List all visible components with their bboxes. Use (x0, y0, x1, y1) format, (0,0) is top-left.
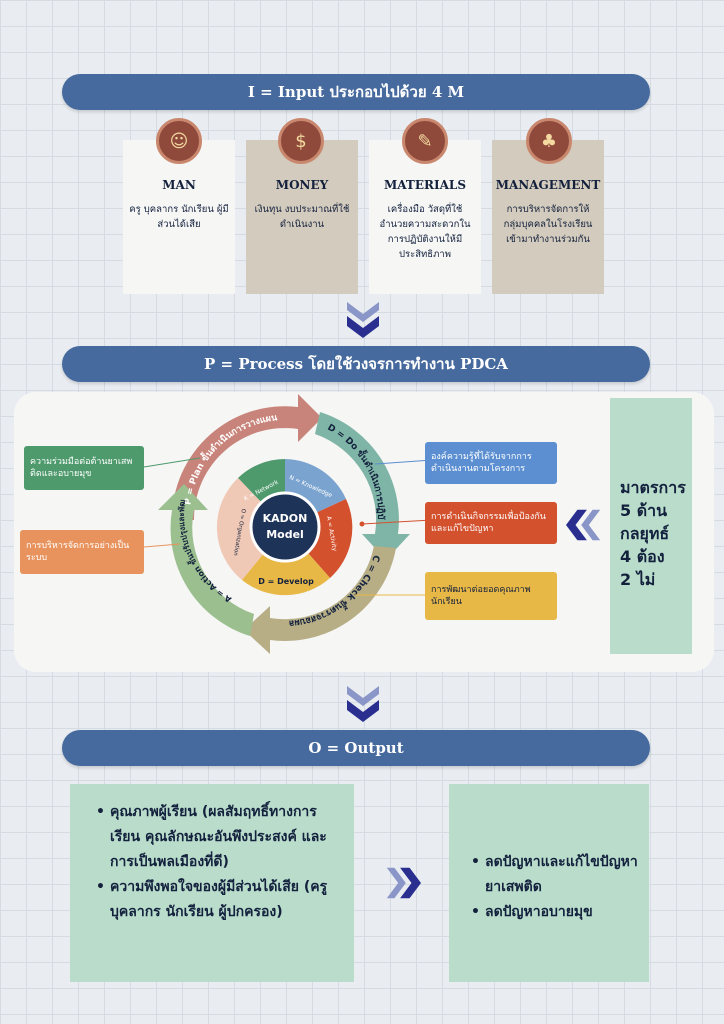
output-left-box: คุณภาพผู้เรียน (ผลสัมฤทธิ์ทางการเรียน คุ… (70, 784, 354, 982)
measures-line-2: 5 ด้าน (620, 501, 668, 520)
chevron-left-icon (566, 509, 601, 541)
connector-lines (143, 457, 433, 596)
output-right-box: ลดปัญหาและแก้ไขปัญหายาเสพติด ลดปัญหาอบาย… (449, 784, 649, 982)
label-knowledge: องค์ความรู้ที่ได้รับจากการดำเนินงานตามโค… (425, 442, 557, 484)
team-icon: ♣ (526, 118, 572, 164)
pdca-cycle-diagram: P = Plan ขั้นดำเนินการวางแผน D = Do ขั้น… (150, 392, 410, 654)
card-management: MANAGEMENT การบริหารจัดการให้กลุ่มบุคคลใ… (492, 140, 604, 294)
center-title: KADON (263, 512, 308, 525)
chevron-down-icon (347, 302, 379, 338)
card-money: MONEY เงินทุน งบประมาณที่ใช้ดำเนินงาน (246, 140, 358, 294)
card-money-title: MONEY (275, 178, 329, 192)
card-materials-text: เครื่องมือ วัสดุที่ใช้อำนวยความสะดวกในกา… (379, 204, 471, 260)
card-man: MAN ครู บุคลากร นักเรียน ผู้มีส่วนได้เสี… (123, 140, 235, 294)
action-arrow (158, 484, 254, 636)
people-icon: ☺ (156, 118, 202, 164)
measures-line-4: 4 ต้อง (620, 547, 665, 566)
card-management-title: MANAGEMENT (495, 178, 601, 192)
input-header: I = Input ประกอบไปด้วย 4 M (62, 74, 650, 110)
card-man-title: MAN (162, 178, 196, 192)
card-materials-title: MATERIALS (383, 178, 466, 192)
card-man-text: ครู บุคลากร นักเรียน ผู้มีส่วนได้เสีย (129, 204, 229, 230)
measures-box: มาตรการ 5 ด้าน กลยุทธ์ 4 ต้อง 2 ไม่ (610, 398, 692, 654)
a-segment (285, 499, 353, 578)
output-item-quality: คุณภาพผู้เรียน (ผลสัมฤทธิ์ทางการเรียน คุ… (96, 800, 340, 875)
label-student-quality: การพัฒนาต่อยอดคุณภาพนักเรียน (425, 572, 557, 620)
kadon-center (249, 491, 321, 563)
card-materials: MATERIALS เครื่องมือ วัสดุที่ใช้อำนวยควา… (369, 140, 481, 294)
check-arrow (244, 546, 396, 654)
money-icon: $ (278, 118, 324, 164)
d-label: D = Develop (258, 577, 314, 586)
output-item-vice: ลดปัญหาอบายมุข (471, 900, 639, 925)
center-subtitle: Model (266, 528, 304, 541)
output-item-drugs: ลดปัญหาและแก้ไขปัญหายาเสพติด (471, 850, 639, 900)
measures-line-1: มาตรการ (620, 478, 686, 497)
chevron-down-icon (347, 686, 379, 722)
plan-arrow (171, 394, 322, 520)
label-systematic-management: การบริหารจัดการอย่างเป็นระบบ (20, 530, 144, 574)
measures-line-5: 2 ไม่ (620, 570, 656, 589)
card-money-text: เงินทุน งบประมาณที่ใช้ดำเนินงาน (254, 204, 350, 230)
label-activities: การดำเนินกิจกรรมเพื่อป้องกันและแก้ไขปัญห… (425, 502, 557, 544)
chevron-right-icon (386, 867, 421, 899)
label-cooperation: ความร่วมมือต่อต้านยาเสพติดและอบายมุข (24, 446, 144, 490)
measures-line-3: กลยุทธ์ (620, 524, 670, 543)
output-item-satisfaction: ความพึงพอใจของผู้มีส่วนได้เสีย (ครู บุคล… (96, 875, 340, 925)
tools-icon: ✎ (402, 118, 448, 164)
card-management-text: การบริหารจัดการให้กลุ่มบุคคลในโรงเรียนเข… (503, 204, 593, 245)
process-header: P = Process โดยใช้วงจรการทำงาน PDCA (62, 346, 650, 382)
output-header: O = Output (62, 730, 650, 766)
